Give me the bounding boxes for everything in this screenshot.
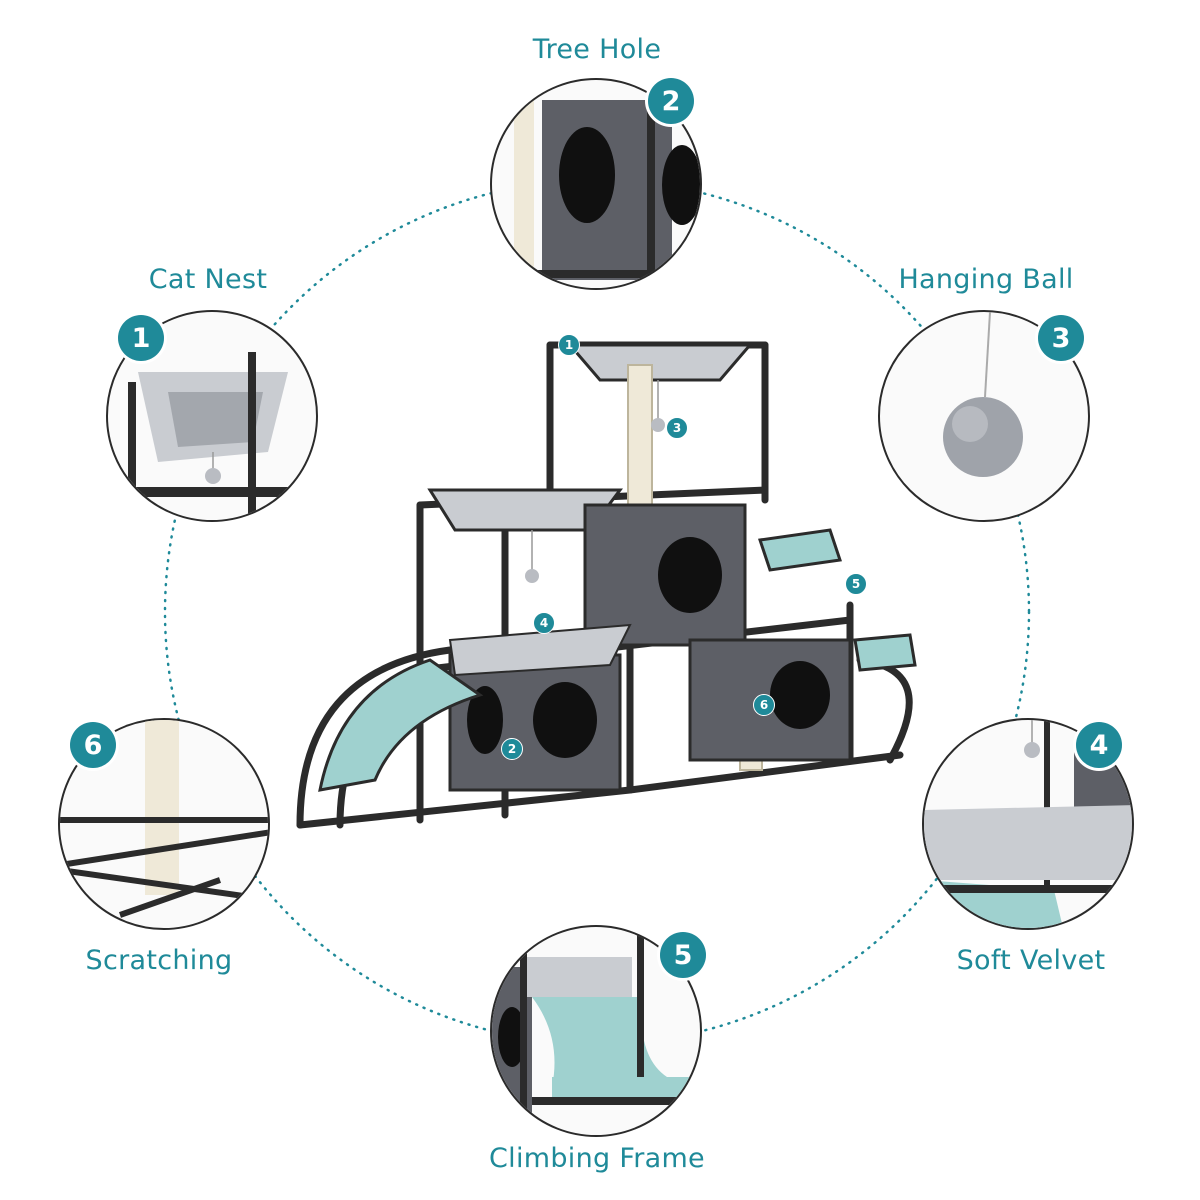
product-marker-5: 5 xyxy=(845,573,867,595)
feature-label-climbing-frame: Climbing Frame xyxy=(489,1143,705,1174)
product-marker-4: 4 xyxy=(533,612,555,634)
feature-badge-2: 2 xyxy=(648,78,694,124)
feature-label-cat-nest: Cat Nest xyxy=(148,264,268,295)
feature-badge-1: 1 xyxy=(118,315,164,361)
feature-label-hanging-ball: Hanging Ball xyxy=(898,264,1074,295)
tree-hole-icon xyxy=(490,78,702,290)
product-marker-2: 2 xyxy=(501,738,523,760)
feature-badge-3: 3 xyxy=(1038,315,1084,361)
feature-badge-4: 4 xyxy=(1076,722,1122,768)
cat-tree-product-image xyxy=(296,341,917,829)
product-marker-1: 1 xyxy=(558,334,580,356)
feature-badge-5: 5 xyxy=(660,932,706,978)
cat-nest-icon xyxy=(106,310,318,522)
product-marker-6: 6 xyxy=(753,694,775,716)
hanging-ball-icon xyxy=(878,310,1090,522)
feature-label-tree-hole: Tree Hole xyxy=(532,34,662,65)
feature-label-soft-velvet: Soft Velvet xyxy=(956,945,1106,976)
feature-badge-6: 6 xyxy=(70,722,116,768)
feature-label-scratching: Scratching xyxy=(85,945,233,976)
product-marker-3: 3 xyxy=(666,417,688,439)
